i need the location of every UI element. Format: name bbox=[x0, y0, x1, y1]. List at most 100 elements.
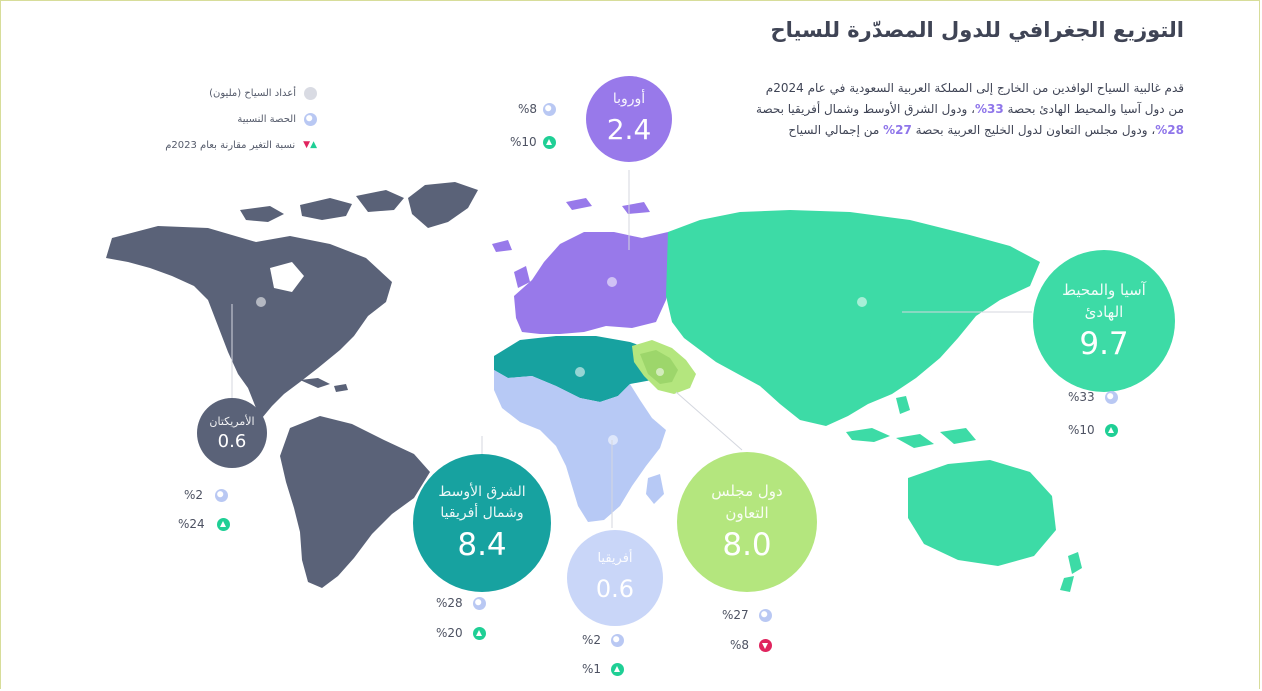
summary-part-4: من إجمالي السياح bbox=[788, 123, 884, 137]
gcc-share-stat: %27 bbox=[722, 608, 772, 622]
gcc-share-value: %27 bbox=[722, 608, 749, 622]
arrow-down-icon bbox=[759, 638, 773, 652]
americas-label: الأمريكتان bbox=[209, 414, 255, 428]
legend-item-change: ▼▲ نسبة التغير مقارنة بعام 2023م bbox=[135, 134, 317, 156]
europe-share-stat: %8 bbox=[518, 102, 557, 116]
hudson-bay-cut bbox=[270, 262, 304, 292]
mena-change-value: %20 bbox=[436, 626, 463, 640]
africa-change-value: %1 bbox=[582, 662, 602, 676]
arrow-up-icon bbox=[1104, 423, 1118, 437]
mena-share-stat: %28 bbox=[436, 596, 486, 610]
summary-part-2: ، ودول الشرق الأوسط وشمال أفريقيا بحصة bbox=[756, 102, 975, 116]
gcc-leader-line bbox=[675, 391, 743, 451]
madagascar-shape bbox=[646, 474, 664, 504]
legend-item-visitors: أعداد السياح (مليون) bbox=[135, 82, 317, 104]
mena-share-value: %28 bbox=[436, 596, 463, 610]
legend-change-label: نسبة التغير مقارنة بعام 2023م bbox=[165, 139, 296, 151]
gcc-change-value: %8 bbox=[730, 638, 750, 652]
share-dot-icon bbox=[611, 633, 625, 647]
region-americas bbox=[106, 182, 478, 588]
arrow-up-icon bbox=[216, 517, 230, 531]
gcc-change-stat: %8 bbox=[730, 638, 773, 652]
europe-label: أوروبا bbox=[612, 90, 646, 107]
bubble-asia-pacific: آسيا والمحيط الهادئ 9.7 bbox=[1033, 250, 1175, 392]
americas-change-stat: %24 bbox=[178, 517, 230, 531]
saudi-arabia-shape bbox=[640, 350, 678, 384]
bubble-africa: أفريقيا 0.6 bbox=[567, 530, 663, 626]
share-dot-icon bbox=[215, 488, 229, 502]
arrow-up-icon bbox=[611, 662, 625, 676]
mena-shape bbox=[494, 336, 676, 402]
africa-shape bbox=[494, 370, 666, 522]
japan-shape bbox=[930, 314, 950, 346]
africa-share-stat: %2 bbox=[582, 633, 625, 647]
bubble-mena: الشرق الأوسط وشمال أفريقيا 8.4 bbox=[413, 454, 551, 592]
americas-marker bbox=[256, 297, 266, 307]
africa-change-stat: %1 bbox=[582, 662, 625, 676]
legend-item-share: الحصة النسبية bbox=[135, 108, 317, 130]
legend: أعداد السياح (مليون) الحصة النسبية ▼▲ نس… bbox=[135, 82, 317, 160]
visitors-dot-icon bbox=[304, 86, 317, 100]
region-asia-pacific bbox=[666, 210, 1082, 592]
mena-label: الشرق الأوسط وشمال أفريقيا bbox=[438, 484, 526, 521]
south-america-shape bbox=[280, 416, 430, 588]
up-down-triangle-icon: ▼▲ bbox=[303, 140, 317, 150]
europe-value: 2.4 bbox=[606, 112, 652, 146]
mena-change-stat: %20 bbox=[436, 626, 486, 640]
americas-change-value: %24 bbox=[178, 517, 205, 531]
north-america-shape bbox=[106, 226, 392, 418]
mena-value: 8.4 bbox=[457, 527, 507, 563]
region-markers bbox=[256, 277, 867, 445]
legend-share-label: الحصة النسبية bbox=[237, 113, 296, 125]
bubble-gcc: دول مجلس التعاون 8.0 bbox=[677, 452, 817, 592]
asia-shape bbox=[666, 210, 1040, 426]
gcc-value: 8.0 bbox=[722, 527, 772, 563]
europe-share-value: %8 bbox=[518, 102, 538, 116]
new-zealand-shape bbox=[1060, 552, 1082, 592]
africa-share-value: %2 bbox=[582, 633, 602, 647]
arrow-up-icon bbox=[542, 135, 556, 149]
africa-marker bbox=[608, 435, 618, 445]
indonesia-shape bbox=[846, 428, 976, 448]
europe-change-value: %10 bbox=[510, 135, 537, 149]
legend-visitors-label: أعداد السياح (مليون) bbox=[209, 87, 296, 99]
gcc-marker bbox=[656, 368, 664, 376]
asia-pacific-change-stat: %10 bbox=[1068, 423, 1118, 437]
share-dot-icon bbox=[472, 596, 486, 610]
arrow-up-icon bbox=[472, 626, 486, 640]
europe-marker bbox=[607, 277, 617, 287]
europe-shape bbox=[514, 232, 672, 334]
svalbard-shape bbox=[566, 198, 650, 214]
australia-shape bbox=[908, 460, 1056, 566]
asia-pacific-share-value: %33 bbox=[1068, 390, 1095, 404]
bubble-americas: الأمريكتان 0.6 bbox=[197, 398, 267, 468]
share-dot-icon bbox=[1104, 390, 1118, 404]
region-gcc bbox=[632, 340, 696, 394]
gcc-label: دول مجلس التعاون bbox=[711, 482, 783, 522]
leader-lines bbox=[231, 170, 1032, 528]
asia-pacific-label: آسيا والمحيط الهادئ bbox=[1062, 281, 1146, 321]
greenland-shape bbox=[408, 182, 478, 228]
asia-pacific-value: 9.7 bbox=[1079, 326, 1129, 362]
summary-mena-share: 28% bbox=[1155, 123, 1184, 137]
summary-text: قدم غالبية السياح الوافدين من الخارج إلى… bbox=[752, 78, 1184, 141]
share-dot-icon bbox=[304, 112, 317, 126]
summary-gcc-share: 27% bbox=[883, 123, 912, 137]
africa-value: 0.6 bbox=[595, 574, 635, 603]
summary-part-1: قدم غالبية السياح الوافدين من الخارج إلى… bbox=[765, 81, 1184, 116]
region-mena bbox=[494, 336, 676, 402]
europe-change-stat: %10 bbox=[510, 135, 556, 149]
mena-marker bbox=[575, 367, 585, 377]
asia-pacific-change-value: %10 bbox=[1068, 423, 1095, 437]
asia-marker bbox=[857, 297, 867, 307]
caribbean-shape bbox=[300, 378, 348, 392]
page-title: التوزيع الجغرافي للدول المصدّرة للسياح bbox=[770, 18, 1184, 42]
summary-part-3: ، ودول مجلس التعاون لدول الخليج العربية … bbox=[911, 123, 1156, 137]
bubble-europe: أوروبا 2.4 bbox=[586, 76, 672, 162]
region-africa bbox=[494, 370, 666, 522]
americas-value: 0.6 bbox=[217, 430, 247, 452]
region-europe bbox=[492, 198, 672, 334]
asia-pacific-share-stat: %33 bbox=[1068, 390, 1118, 404]
